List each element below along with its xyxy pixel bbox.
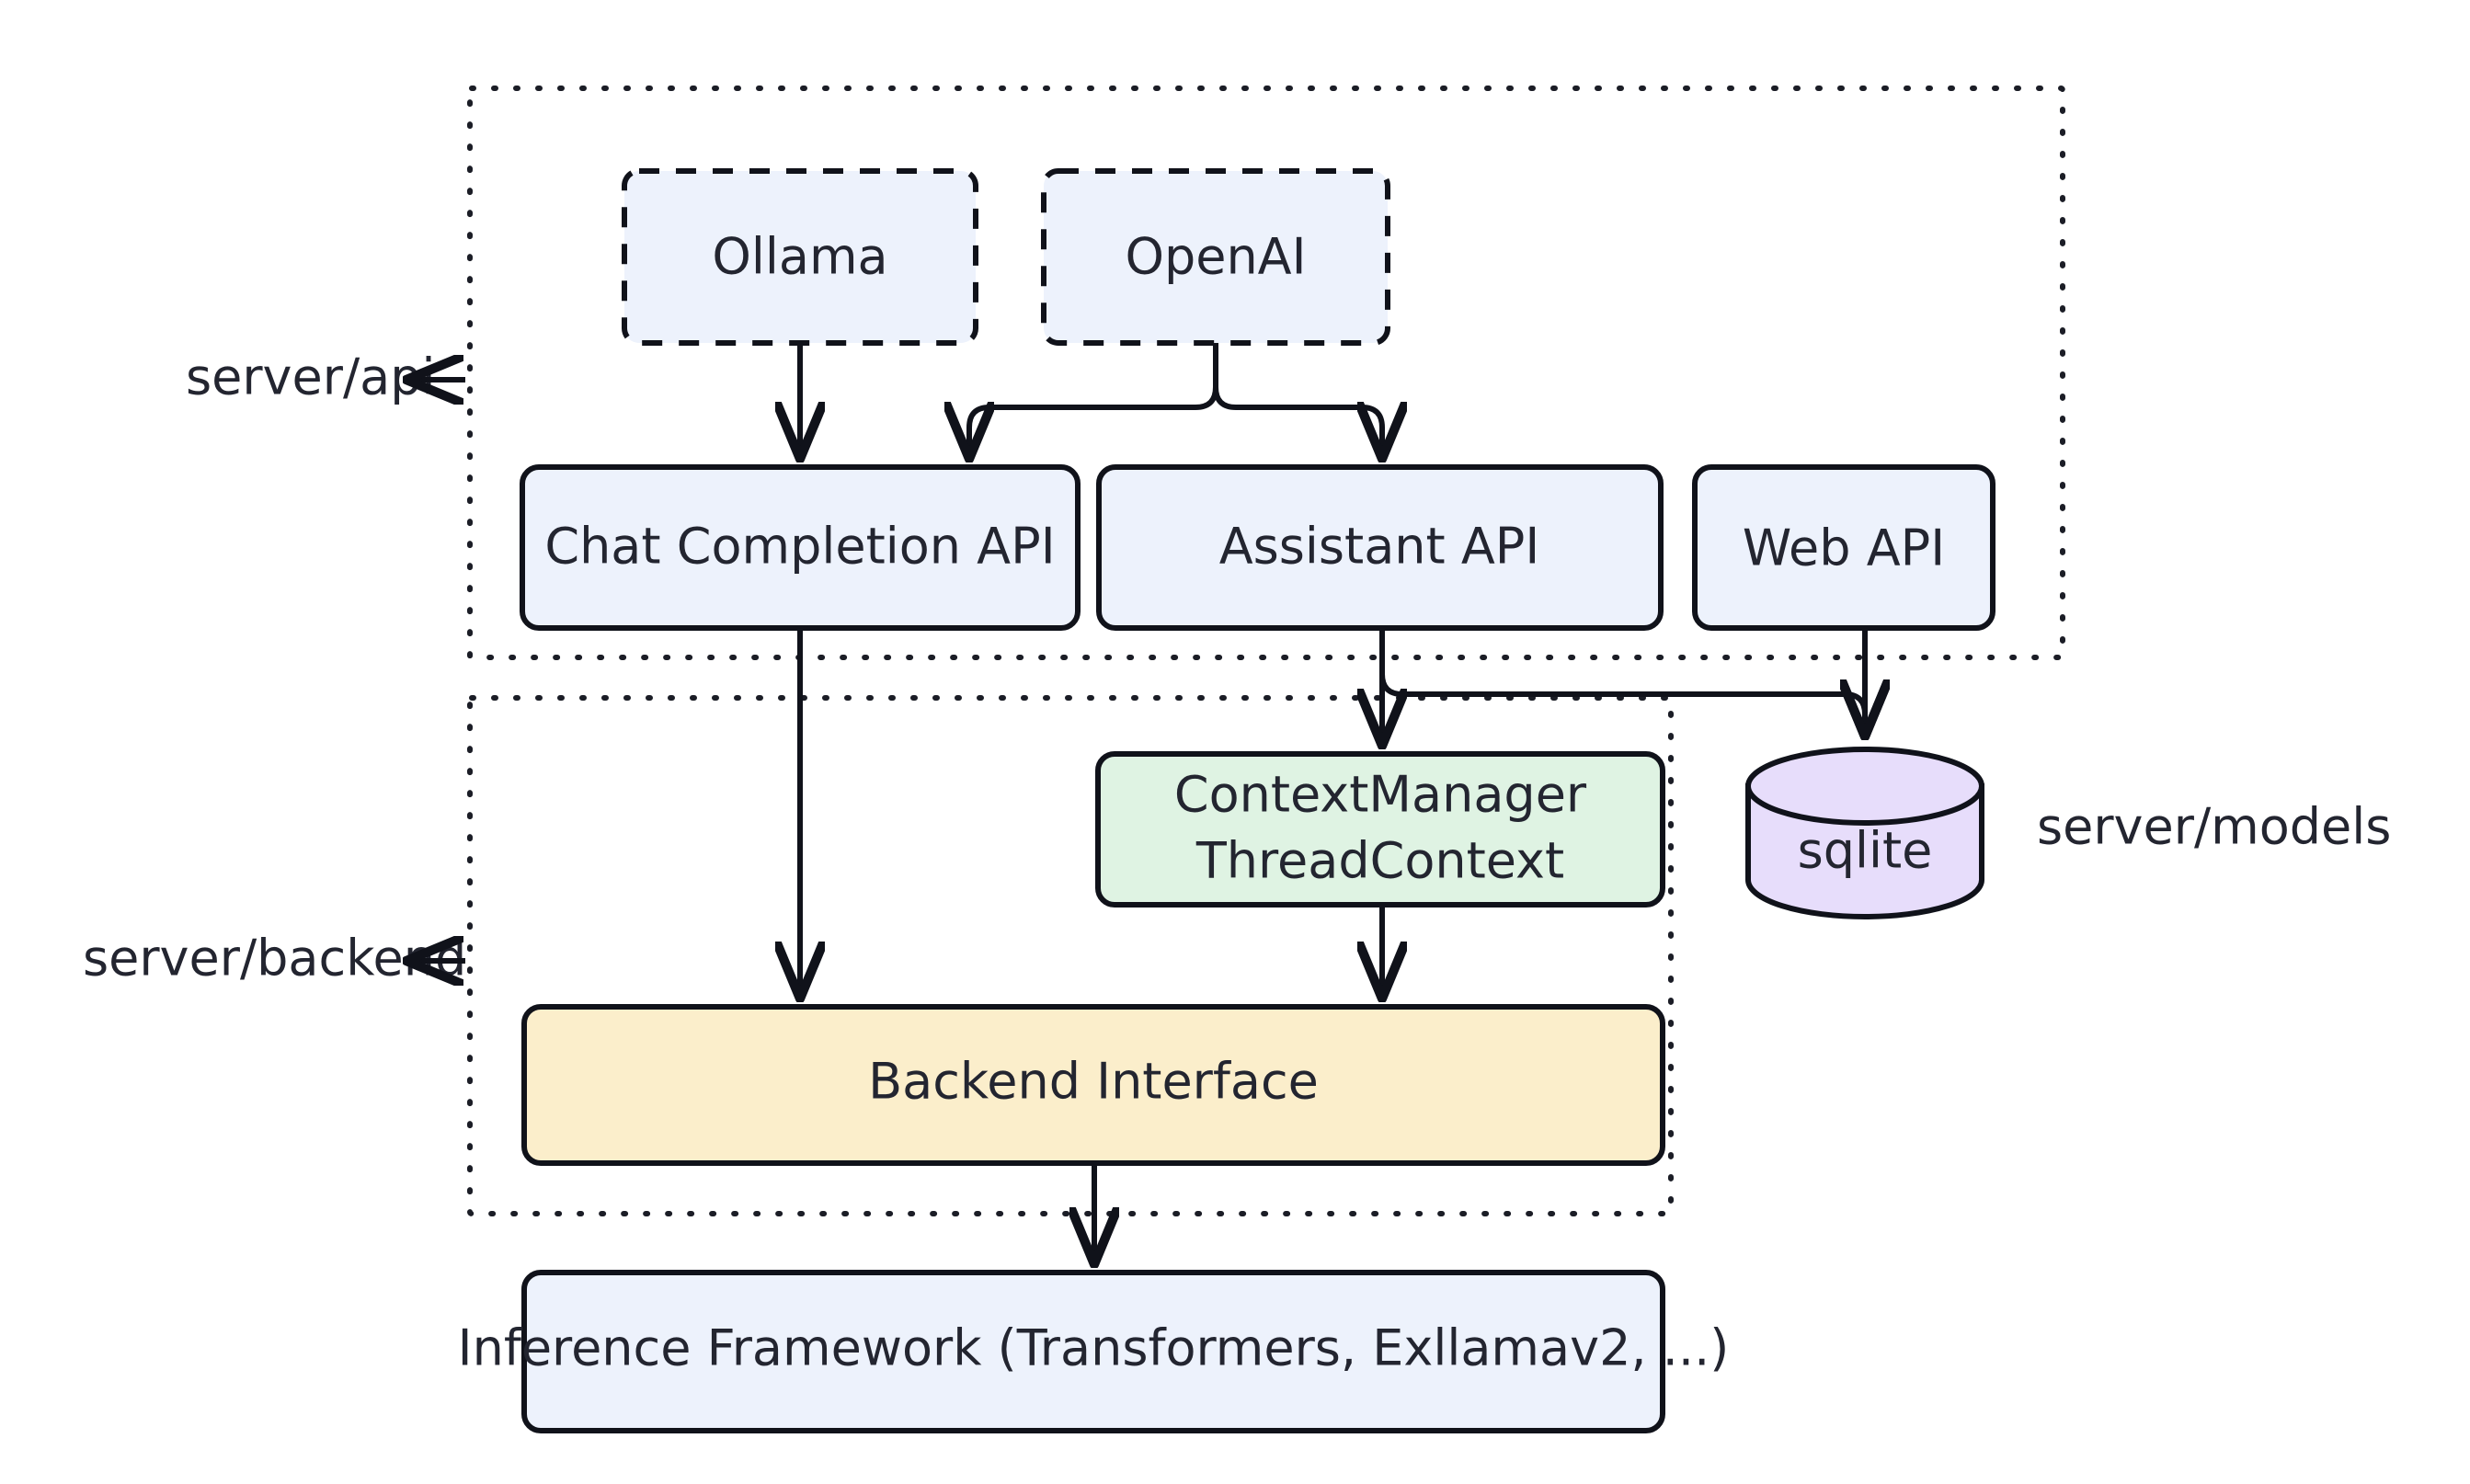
node-assistant-api-label: Assistant API [1219, 518, 1540, 576]
node-web-api[interactable]: Web API [1692, 464, 1995, 631]
node-web-api-label: Web API [1743, 519, 1945, 577]
node-chat-completion-api-shape[interactable] [520, 464, 1081, 631]
node-inference-framework[interactable]: Inference Framework (Transformers, Exlla… [458, 1270, 1730, 1433]
node-context-manager-label-line2: ThreadContext [1195, 832, 1564, 890]
edge-openai-to-chat-completion-api [969, 343, 1218, 458]
node-backend-interface[interactable]: Backend Interface [521, 1004, 1665, 1166]
node-ollama-label: Ollama [712, 228, 887, 286]
node-inference-framework-label: Inference Framework (Transformers, Exlla… [458, 1319, 1730, 1377]
node-assistant-api[interactable]: Assistant API [1096, 464, 1664, 631]
edge-assistant-api-to-sqlite [1379, 628, 1865, 736]
node-inference-framework-shape[interactable] [521, 1270, 1665, 1433]
node-context-manager[interactable]: ContextManager ThreadContext [1095, 751, 1665, 908]
node-openai-shape[interactable] [1041, 168, 1390, 346]
node-sqlite-top[interactable] [1745, 747, 1984, 826]
node-backend-interface-label: Backend Interface [868, 1053, 1319, 1111]
group-label-server-api: server/api [186, 348, 465, 406]
node-sqlite-label: sqlite [1798, 822, 1933, 880]
node-chat-completion-api[interactable]: Chat Completion API [520, 464, 1081, 631]
node-ollama[interactable]: Ollama [622, 168, 978, 346]
node-backend-interface-shape[interactable] [521, 1004, 1665, 1166]
node-context-manager-shape[interactable] [1095, 751, 1665, 908]
group-container-server-api [467, 86, 2065, 660]
node-sqlite[interactable]: sqlite [1745, 747, 1984, 919]
svg-text:server/backend: server/backend [83, 930, 466, 987]
node-assistant-api-shape[interactable] [1096, 464, 1664, 631]
node-ollama-shape[interactable] [622, 168, 978, 346]
node-openai-label: OpenAI [1125, 228, 1306, 286]
node-context-manager-label-line1: ContextManager [1174, 766, 1587, 824]
group-container-server-backend [467, 695, 1674, 1216]
group-label-server-models: server/models [2037, 798, 2391, 856]
node-openai[interactable]: OpenAI [1041, 168, 1390, 346]
svg-text:server/models: server/models [2037, 798, 2391, 856]
svg-text:server/api: server/api [186, 348, 436, 406]
node-chat-completion-api-label: Chat Completion API [544, 518, 1055, 576]
group-label-server-backend: server/backend [83, 930, 466, 987]
edge-openai-to-assistant-api [1213, 343, 1382, 458]
node-web-api-shape[interactable] [1692, 464, 1995, 631]
